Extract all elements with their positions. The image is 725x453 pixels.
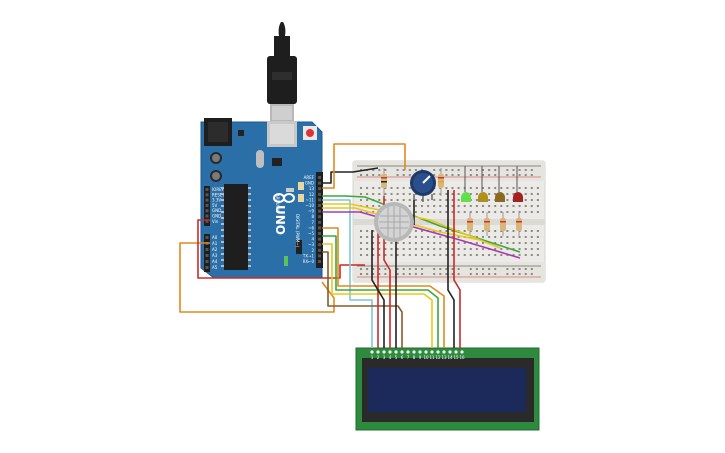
atmega-chip xyxy=(224,184,248,270)
lcd-pin-number: 15 xyxy=(453,355,459,360)
led-green xyxy=(461,166,471,202)
resistor xyxy=(381,168,387,196)
lcd-pin xyxy=(412,350,416,354)
wire-black xyxy=(371,230,385,348)
wire-orange xyxy=(322,227,445,348)
resistor xyxy=(516,212,522,236)
wire-orange xyxy=(322,143,406,189)
power-pin-label: Vin xyxy=(212,219,219,224)
analog-header xyxy=(204,234,210,272)
lcd-pin-number: 7 xyxy=(407,355,410,360)
analog-pin-label: A0 xyxy=(212,235,218,240)
resistor xyxy=(500,212,506,236)
digital-pin-label: 4 xyxy=(311,237,314,242)
lcd-pin-number: 4 xyxy=(389,355,392,360)
usb-cable-icon xyxy=(267,22,297,122)
led-yellow xyxy=(478,166,488,202)
digital-pin-label: RX←0 xyxy=(303,259,315,264)
power-pin-label: GND xyxy=(212,214,221,219)
lcd-pin xyxy=(430,350,434,354)
digital-pin-label: GND xyxy=(305,181,314,186)
analog-pin-label: A5 xyxy=(212,265,218,270)
digital-pin-label: 2 xyxy=(311,248,314,253)
wire-black xyxy=(447,190,455,348)
lcd-pin-number: 6 xyxy=(401,355,404,360)
lcd-pin xyxy=(382,350,386,354)
wire-red xyxy=(453,190,461,348)
digital-pin-label: ~6 xyxy=(308,225,314,230)
wire-orange xyxy=(179,242,335,313)
lcd-pin xyxy=(448,350,452,354)
analog-pin-label: A1 xyxy=(212,241,218,246)
lcd-pin-number: 16 xyxy=(459,355,465,360)
lcd-pin xyxy=(400,350,404,354)
digital-pin-label: 7 xyxy=(311,220,314,225)
lcd-pin xyxy=(394,350,398,354)
lcd-pin-number: 13 xyxy=(441,355,447,360)
lcd-pin-number: 14 xyxy=(447,355,453,360)
wire-lightblue xyxy=(322,199,373,348)
analog-pin-label: A3 xyxy=(212,253,218,258)
digital-side-label: DIGITAL (PWM~) xyxy=(295,214,300,248)
lcd-pin xyxy=(442,350,446,354)
lcd-pin-number: 10 xyxy=(423,355,429,360)
analog-pin-label: A4 xyxy=(212,259,218,264)
potentiometer-icon[interactable] xyxy=(410,170,436,202)
digital-pin-label: TX→1 xyxy=(302,253,315,258)
led-red xyxy=(513,166,523,202)
wire-green xyxy=(322,235,439,348)
wire-brown xyxy=(322,251,403,348)
board-model-label: UNO xyxy=(273,205,287,235)
digital-pin-label: ~9 xyxy=(308,209,314,214)
power-pin-label: IOREF xyxy=(212,187,225,192)
lcd-pin-number: 11 xyxy=(429,355,435,360)
digital-header xyxy=(316,172,323,268)
resistor xyxy=(467,212,473,236)
digital-pin-label: ~10 xyxy=(306,203,315,208)
lcd-screen xyxy=(368,368,526,412)
digital-pin-label: ~3 xyxy=(308,242,314,247)
lcd-pin xyxy=(436,350,440,354)
lcd-pin xyxy=(424,350,428,354)
infinity-logo-icon xyxy=(273,193,295,203)
digital-pin-label: ~11 xyxy=(306,197,315,202)
digital-pin-label: AREF xyxy=(304,175,315,180)
lcd-pin-number: 3 xyxy=(383,355,386,360)
resistor xyxy=(484,212,490,236)
board-brand-label: ARDUINO xyxy=(275,194,280,213)
gas-sensor-icon xyxy=(374,202,414,242)
wire-red xyxy=(197,219,365,279)
power-pin-label: RESET xyxy=(212,192,225,197)
crystal xyxy=(256,150,264,168)
digital-pin-label: 8 xyxy=(311,214,314,219)
lcd-module xyxy=(355,347,540,431)
lcd-pin xyxy=(418,350,422,354)
wire-black xyxy=(322,167,379,184)
power-pin-label: 5V xyxy=(212,203,218,208)
lcd-pin xyxy=(454,350,458,354)
arduino-logo: UNO xyxy=(273,205,287,235)
lcd-pin xyxy=(460,350,464,354)
power-pin-label: GND xyxy=(212,208,221,213)
analog-pin-label: A2 xyxy=(212,247,218,252)
digital-pin-label: ~5 xyxy=(308,231,314,236)
led-amber xyxy=(495,166,505,202)
lcd-pin xyxy=(376,350,380,354)
digital-pin-label: 12 xyxy=(309,192,315,197)
lcd-pin-number: 1 xyxy=(371,355,374,360)
lcd-pin-number: 2 xyxy=(377,355,380,360)
power-pin-label: 3.3V xyxy=(212,198,221,203)
resistor xyxy=(438,168,444,196)
digital-pin-label: 13 xyxy=(309,186,315,191)
lcd-pin-number: 5 xyxy=(395,355,398,360)
lcd-pin xyxy=(370,350,374,354)
lcd-pin-number: 12 xyxy=(435,355,441,360)
lcd-pin-number: 8 xyxy=(413,355,416,360)
lcd-pin xyxy=(388,350,392,354)
lcd-pin-number: 9 xyxy=(419,355,422,360)
lcd-pin xyxy=(406,350,410,354)
reset-button-icon[interactable] xyxy=(303,126,317,140)
